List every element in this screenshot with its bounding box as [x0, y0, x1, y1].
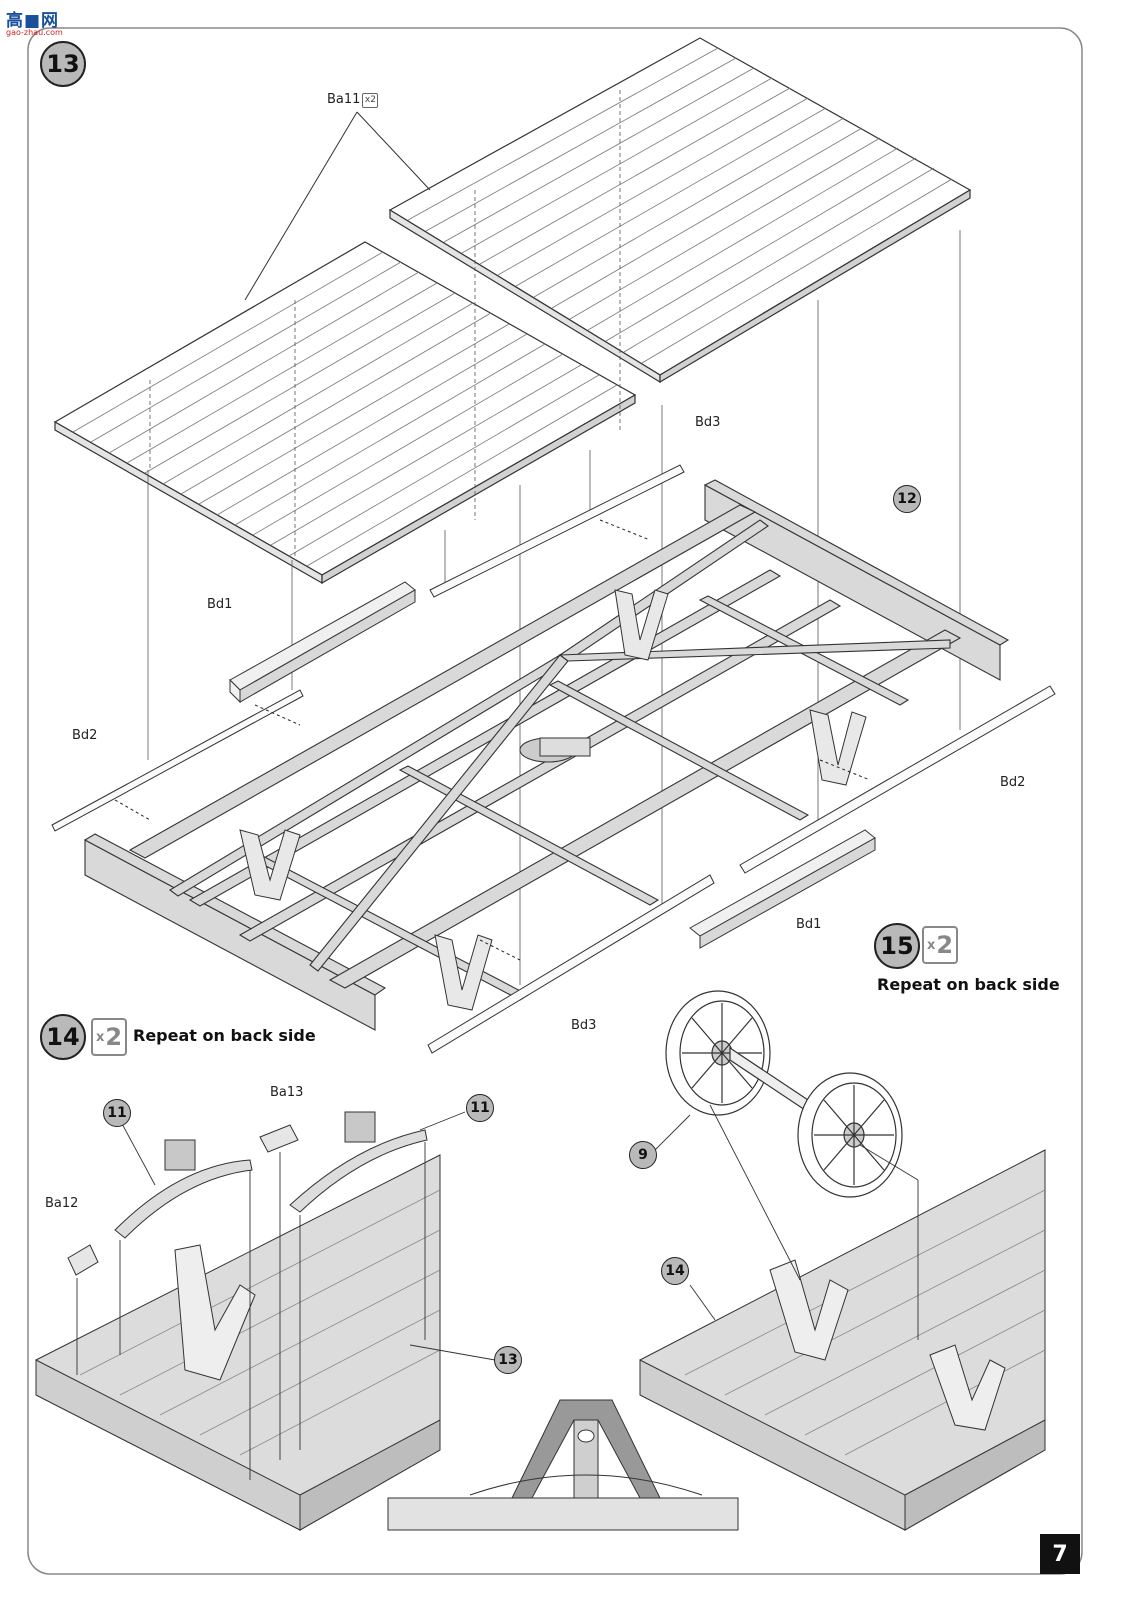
axle-guards [239, 589, 867, 1011]
step-15-number: 15 [874, 923, 920, 969]
part-label-ba12: Ba12 [45, 1196, 79, 1211]
callout-11-left: 11 [103, 1099, 131, 1127]
part-11-spring-left [114, 1139, 253, 1239]
step-14-number: 14 [40, 1014, 86, 1060]
alignment-lines [147, 90, 961, 985]
part-ba12-plate [67, 1244, 99, 1276]
deck-plate-right-planks [407, 47, 953, 364]
part-label-bd1-left: Bd1 [207, 597, 233, 612]
part-bd1-right [689, 829, 876, 949]
step15-guards [769, 1259, 1006, 1431]
ba11-quantity: 2 [370, 95, 376, 105]
page-number: 7 [1040, 1534, 1080, 1574]
step-15-quantity-x: x [926, 937, 936, 953]
part-bd2-left [51, 689, 304, 832]
deck-plate-left-planks [72, 251, 618, 567]
callout-9: 9 [629, 1141, 657, 1169]
step-13-number: 13 [40, 41, 86, 87]
callout-11-right: 11 [466, 1094, 494, 1122]
fitting-arrows [114, 519, 871, 961]
step-15-note: Repeat on back side [877, 975, 1060, 994]
detail-inset [387, 1399, 739, 1531]
step14-hanger [174, 1244, 256, 1381]
step-14-quantity: 2 [105, 1023, 123, 1051]
deck-plate-right [388, 37, 972, 384]
part-11-spring-right [289, 1111, 428, 1213]
part-label-bd3-top: Bd3 [695, 415, 721, 430]
part-bd3-bottom [427, 874, 715, 1054]
part-9-wheelset [665, 990, 903, 1198]
site-logo: 高■网 gao-zhau.com [6, 6, 63, 37]
callout-12: 12 [893, 485, 921, 513]
step15-chassis [639, 1149, 1046, 1531]
part-label-bd3-bottom: Bd3 [571, 1018, 597, 1033]
step14-chassis [35, 1154, 441, 1531]
logo-text: 高■网 [6, 11, 60, 31]
part-bd2-right [739, 685, 1056, 874]
step-14-quantity-x: x [95, 1029, 105, 1045]
step15-deck-lines [684, 1189, 1046, 1456]
part-label-bd2-right: Bd2 [1000, 775, 1026, 790]
part-label-bd2-left: Bd2 [72, 728, 98, 743]
part-ba13-plate [259, 1124, 299, 1153]
page-frame [27, 27, 1083, 1575]
callout-13: 13 [494, 1346, 522, 1374]
callout-14: 14 [661, 1257, 689, 1285]
deck-plate-left [53, 241, 637, 585]
part-label-ba13: Ba13 [270, 1085, 304, 1100]
step14-leaders [76, 1111, 496, 1480]
step15-leaders [654, 1104, 919, 1340]
step-14-note: Repeat on back side [133, 1026, 316, 1045]
brake-cylinder [519, 737, 591, 763]
logo-subtext: gao-zhau.com [6, 28, 63, 37]
ba11-text: Ba11 [327, 92, 361, 107]
part-bd3-top [429, 464, 685, 598]
part-bd1-left [229, 581, 416, 704]
part-label-bd1-right: Bd1 [796, 917, 822, 932]
step-15-quantity: 2 [936, 931, 954, 959]
ba11-leaders [244, 111, 431, 301]
